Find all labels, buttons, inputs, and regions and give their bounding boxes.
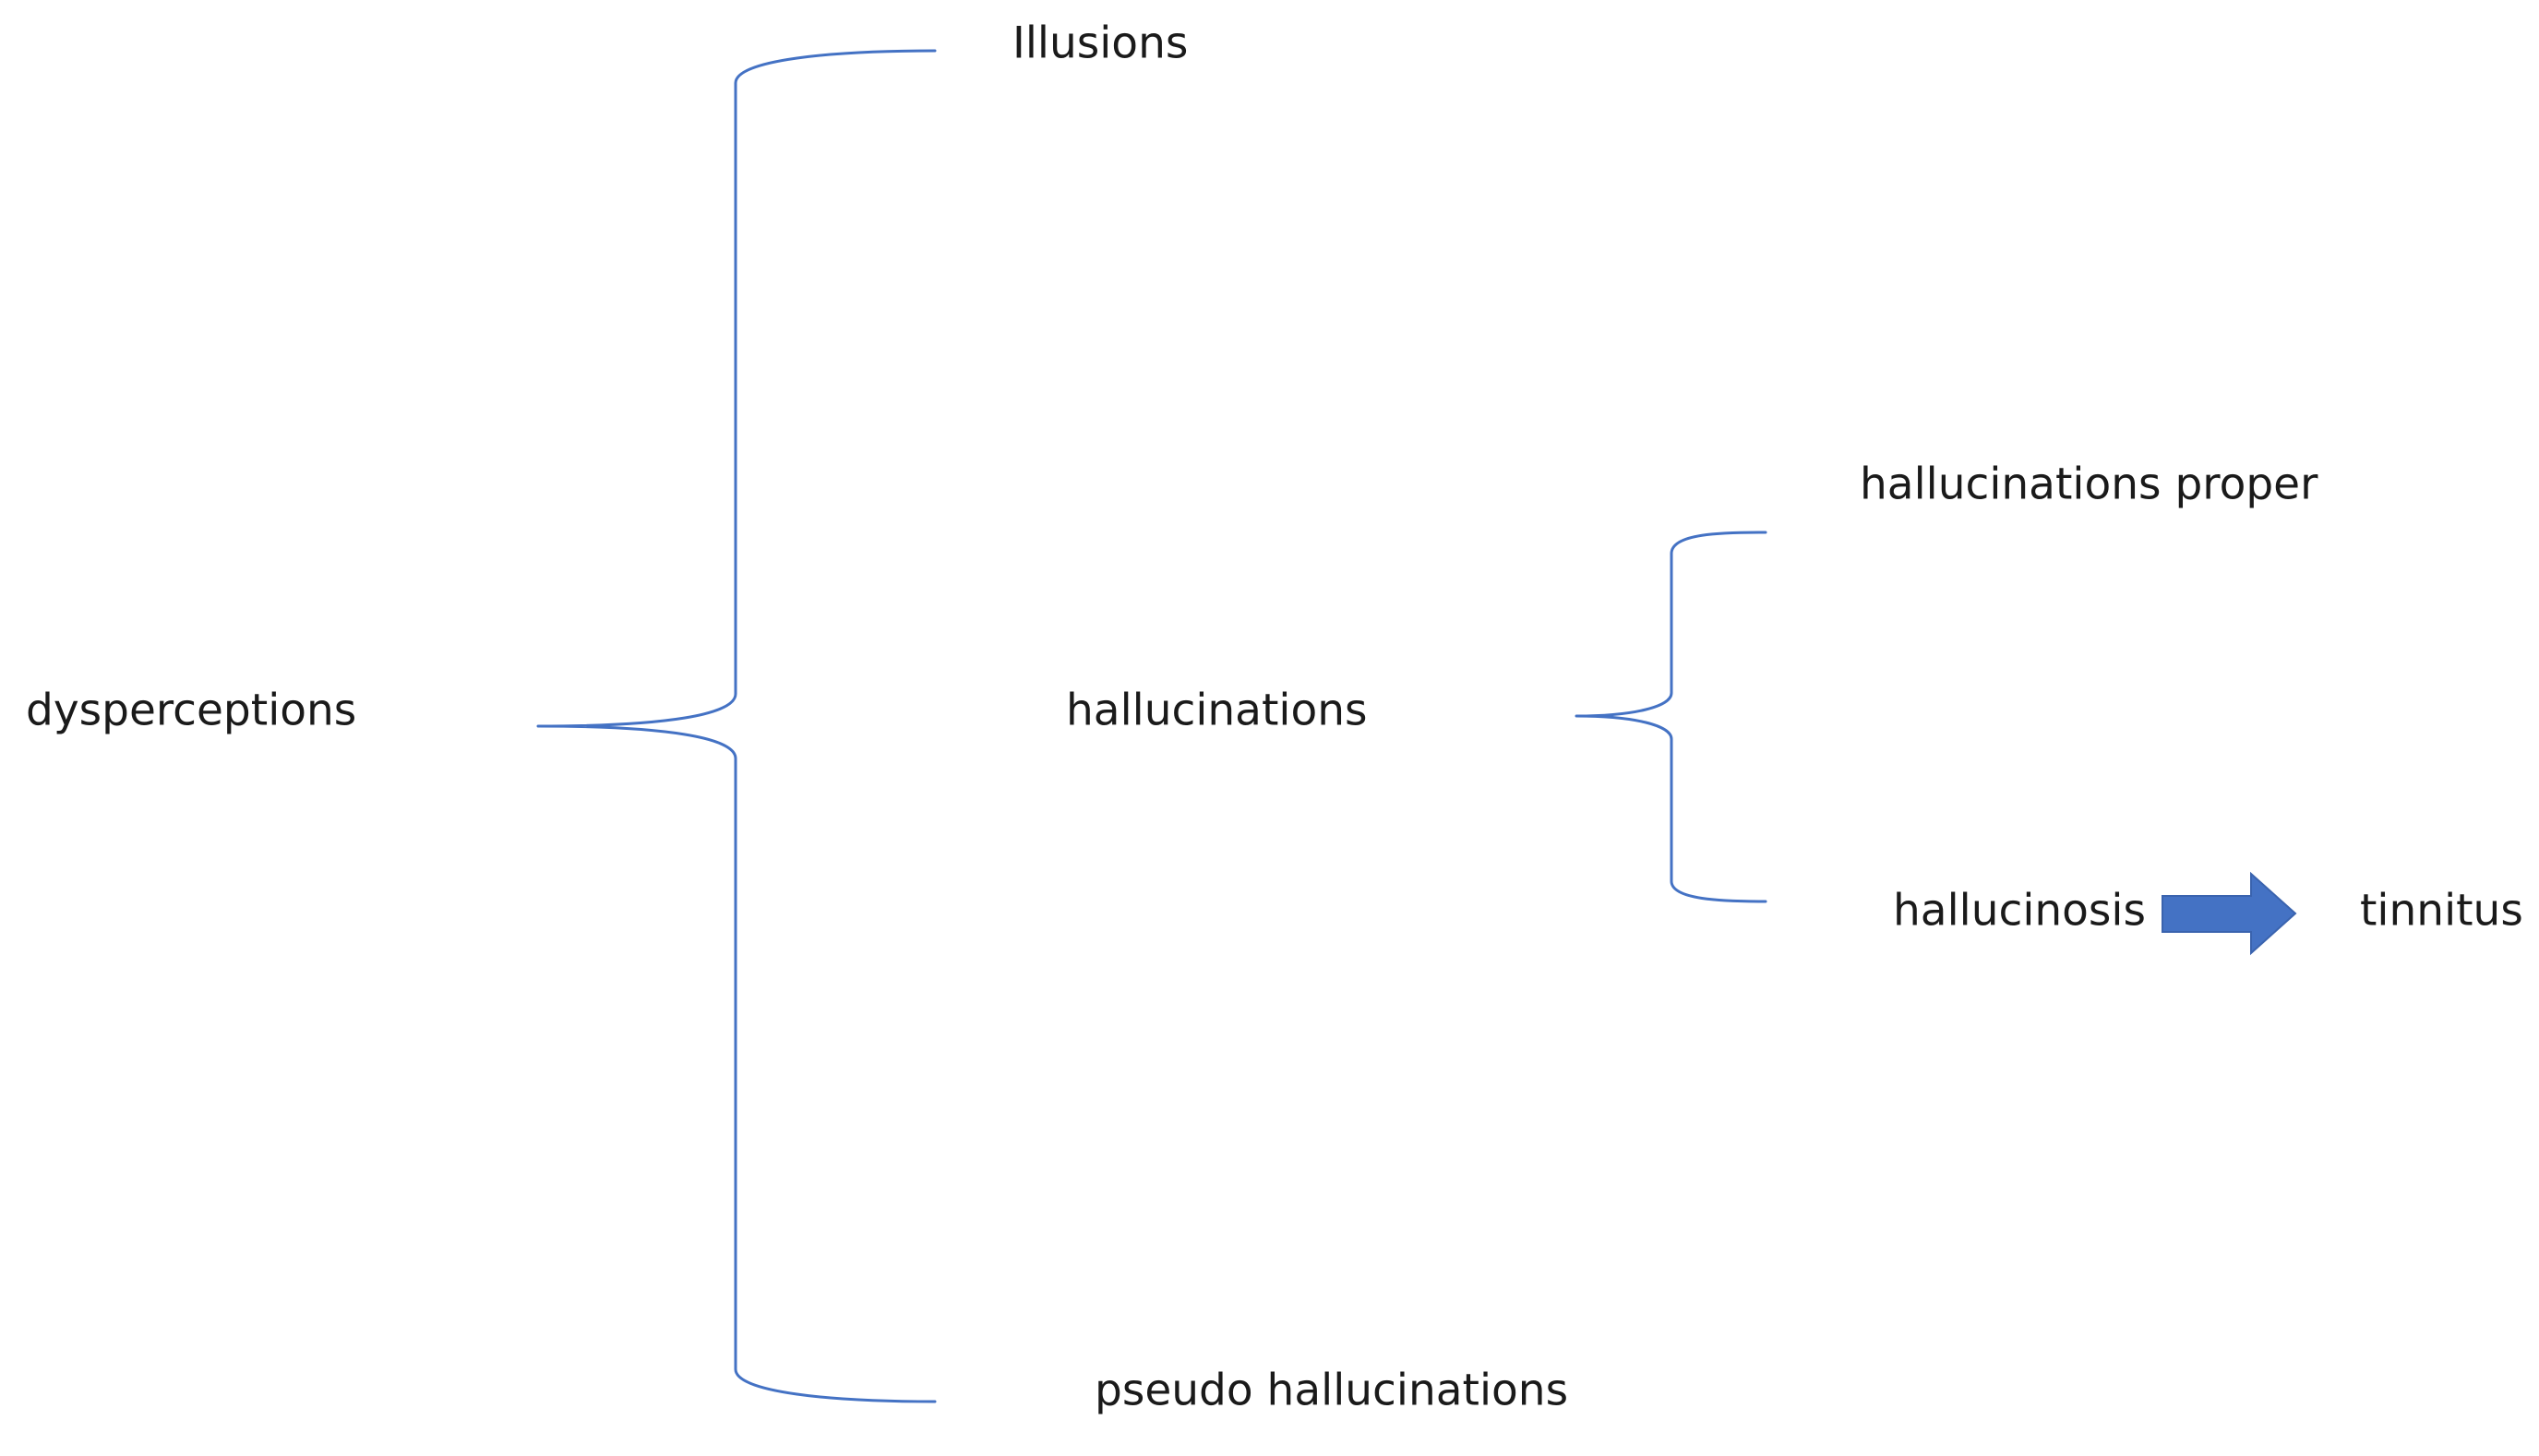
label-tinnitus: tinnitus: [2360, 886, 2523, 937]
label-hallucinations-proper: hallucinations proper: [1860, 459, 2318, 510]
small-brace: [1575, 531, 1767, 903]
label-dysperceptions: dysperceptions: [26, 686, 356, 736]
large-brace: [536, 49, 937, 1403]
label-pseudo-hallucinations: pseudo hallucinations: [1095, 1366, 1568, 1416]
label-hallucinosis: hallucinosis: [1893, 886, 2146, 937]
label-hallucinations: hallucinations: [1066, 686, 1368, 736]
label-illusions: Illusions: [1012, 18, 1188, 69]
right-arrow-icon: [2162, 871, 2297, 956]
